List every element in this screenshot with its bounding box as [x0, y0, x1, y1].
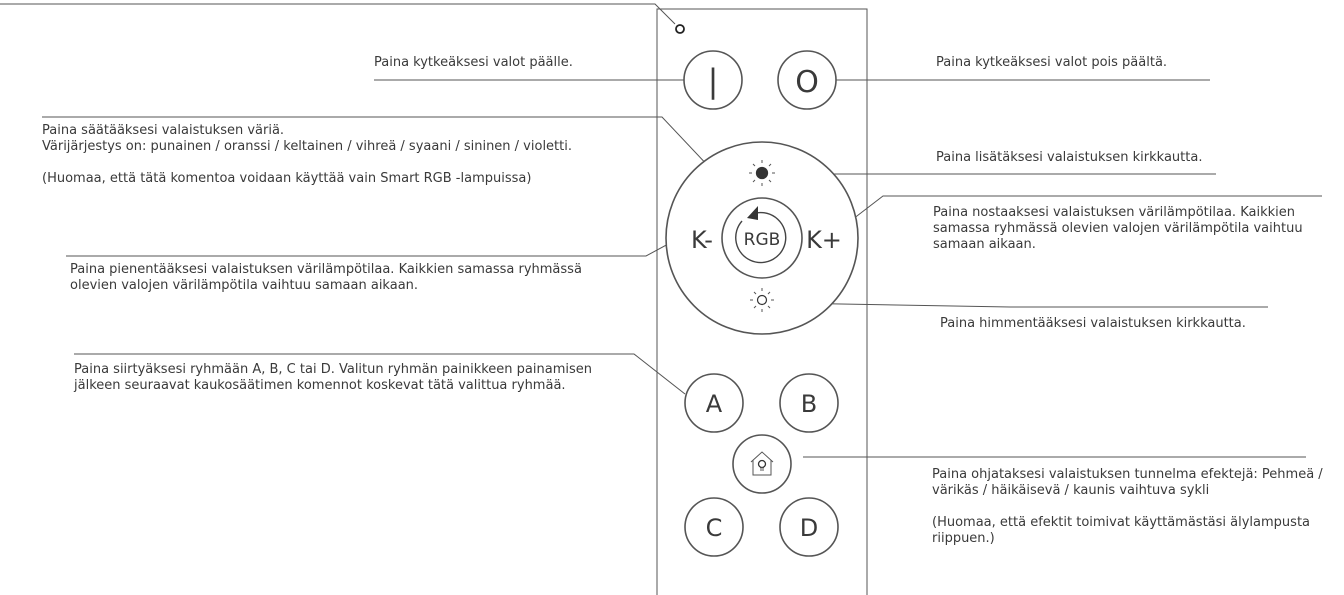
- note-rgb-line1: Paina säätääksesi valaistuksen väriä.: [42, 123, 285, 138]
- note-brightness-down: Paina himmentääksesi valaistuksen kirkka…: [940, 316, 1246, 331]
- k-plus-button[interactable]: K+: [806, 226, 842, 254]
- note-rgb-line3: (Huomaa, että tätä komentoa voidaan käyt…: [42, 171, 532, 186]
- group-d-label: D: [800, 514, 818, 542]
- house-bulb-icon: [750, 451, 774, 476]
- note-effects-line1: Paina ohjataksesi valaistuksen tunnelma …: [932, 467, 1323, 498]
- note-rgb-line2: Värijärjestys on: punainen / oranssi / k…: [42, 139, 572, 154]
- leader-k-minus: [66, 235, 684, 257]
- power-on-label: |: [708, 62, 719, 100]
- note-k-minus: Paina pienentääksesi valaistuksen värilä…: [70, 262, 582, 293]
- remote-body: [656, 8, 868, 595]
- k-minus-button[interactable]: K-: [691, 226, 713, 254]
- note-rgb: Paina säätääksesi valaistuksen väriä. Vä…: [42, 123, 632, 187]
- led-indicator-icon: [675, 24, 685, 34]
- note-power-on: Paina kytkeäksesi valot päälle.: [374, 55, 573, 70]
- note-groups: Paina siirtyäksesi ryhmään A, B, C tai D…: [74, 362, 592, 393]
- group-a-button[interactable]: A: [684, 373, 744, 433]
- sun-icon: [750, 288, 774, 312]
- power-off-label: O: [795, 65, 819, 100]
- rgb-button[interactable]: RGB: [721, 197, 803, 279]
- leader-groups: [74, 353, 686, 395]
- leader-indicator: [0, 3, 676, 25]
- group-c-button[interactable]: C: [684, 497, 744, 557]
- sun-icon: [749, 160, 775, 186]
- power-on-button[interactable]: |: [683, 50, 743, 110]
- brightness-down-button[interactable]: [750, 288, 774, 312]
- group-a-label: A: [706, 390, 723, 418]
- note-effects-line2: (Huomaa, että efektit toimivat käyttämäs…: [932, 515, 1311, 546]
- group-b-label: B: [801, 390, 817, 418]
- group-d-button[interactable]: D: [779, 497, 839, 557]
- rgb-label: RGB: [744, 230, 781, 250]
- brightness-up-button[interactable]: [749, 160, 775, 186]
- note-brightness-up: Paina lisätäksesi valaistuksen kirkkautt…: [936, 150, 1203, 165]
- group-b-button[interactable]: B: [779, 373, 839, 433]
- cycle-arrow-icon: [735, 206, 787, 264]
- leader-brightness-down: [784, 302, 1268, 308]
- note-k-plus: Paina nostaaksesi valaistuksen värilämpö…: [933, 205, 1303, 252]
- note-power-off: Paina kytkeäksesi valot pois päältä.: [936, 55, 1168, 70]
- power-off-button[interactable]: O: [777, 50, 837, 110]
- group-c-label: C: [706, 514, 723, 542]
- note-effects: Paina ohjataksesi valaistuksen tunnelma …: [932, 467, 1342, 547]
- scene-button[interactable]: [732, 434, 792, 494]
